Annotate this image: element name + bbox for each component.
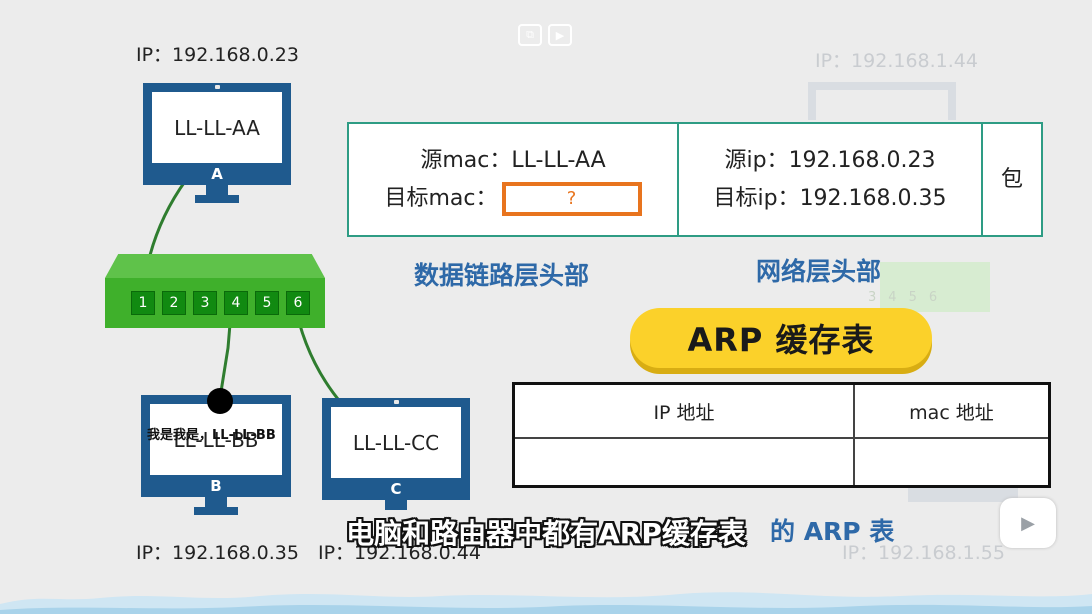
arp-cell [853, 437, 1051, 488]
audio-wave [0, 592, 1092, 614]
switch-port-2: 2 [162, 291, 186, 315]
host-a-mac: LL-LL-AA [174, 115, 260, 140]
network-switch: 1 2 3 4 5 6 [105, 278, 325, 328]
dst-mac-row: 目标mac：? [384, 180, 642, 218]
arp-col-mac: mac 地址 [853, 382, 1051, 439]
host-a-base [195, 195, 239, 203]
faded-port: 3 [868, 290, 877, 305]
arp-table-caption-partial: 的 ARP 表 [770, 517, 895, 546]
host-a-letter: A [211, 165, 223, 183]
src-ip-value: 192.168.0.23 [788, 147, 936, 173]
faded-switch [880, 262, 990, 312]
host-c-ip: IP：192.168.0.44 [318, 542, 481, 564]
dst-ip-row: 目标ip：192.168.0.35 [713, 180, 946, 218]
webcam-icon [394, 400, 399, 404]
payload-cell: 包 [981, 124, 1041, 235]
dst-mac-unknown: ? [501, 181, 642, 216]
host-c-letter: C [390, 480, 402, 498]
arp-cell [512, 437, 855, 488]
packet-dot-icon [207, 388, 233, 414]
host-b-ip: IP：192.168.0.35 [136, 542, 299, 564]
datalink-header-cell: 源mac：LL-LL-AA 目标mac：? [349, 124, 677, 235]
host-a-monitor: LL-LL-AA A [143, 83, 291, 185]
host-a-ip: IP：192.168.0.23 [136, 44, 299, 66]
switch-port-6: 6 [286, 291, 310, 315]
host-b-letter: B [210, 477, 222, 495]
network-header-cell: 源ip：192.168.0.23 目标ip：192.168.0.35 [677, 124, 981, 235]
arp-cache-title: ARP 缓存表 [630, 308, 932, 368]
datalink-caption: 数据链路层头部 [414, 261, 590, 290]
arp-header-row: IP 地址 mac 地址 [512, 382, 1051, 439]
host-c-monitor: LL-LL-CC C [322, 398, 470, 500]
switch-port-4: 4 [224, 291, 248, 315]
src-mac-value: LL-LL-AA [511, 147, 606, 173]
switch-port-3: 3 [193, 291, 217, 315]
pip-icon[interactable]: ⧉ [518, 24, 542, 46]
faded-stand [908, 488, 1018, 502]
arp-cache-table: IP 地址 mac 地址 [512, 382, 1051, 488]
switch-top [105, 254, 325, 278]
host-a-stand [206, 185, 228, 195]
video-subtitle: 电脑和路由器中都有ARP缓存表 [346, 517, 746, 550]
payload-label: 包 [1000, 166, 1023, 192]
packet-header-table: 源mac：LL-LL-AA 目标mac：? 源ip：192.168.0.23 目… [347, 122, 1043, 237]
webcam-icon [215, 85, 220, 89]
host-b-mac: LL-LL-BB [173, 427, 259, 452]
host-b-base [194, 507, 238, 515]
src-mac-row: 源mac：LL-LL-AA [420, 142, 605, 180]
arp-empty-row [512, 437, 1051, 488]
src-ip-row: 源ip：192.168.0.23 [724, 142, 935, 180]
arp-col-ip: IP 地址 [512, 382, 855, 439]
dst-ip-label: 目标ip： [713, 185, 800, 211]
faded-port: 5 [908, 290, 917, 305]
src-mac-label: 源mac： [420, 147, 512, 173]
switch-port-5: 5 [255, 291, 279, 315]
faded-ip-top: IP：192.168.1.44 [815, 50, 978, 72]
faded-ip-bottom: IP：192.168.1.55 [842, 542, 1005, 564]
host-b-stand [205, 497, 227, 507]
video-magic-icon[interactable]: ▶ [548, 24, 572, 46]
dst-ip-value: 192.168.0.35 [799, 185, 947, 211]
host-c-mac: LL-LL-CC [352, 430, 440, 455]
faded-port: 6 [928, 290, 938, 305]
bilibili-tv-icon[interactable]: ▶ [1000, 498, 1056, 548]
switch-port-1: 1 [131, 291, 155, 315]
network-caption: 网络层头部 [756, 257, 882, 286]
faded-monitor [808, 82, 956, 120]
faded-switch-ports: 3 4 5 6 [868, 290, 937, 305]
src-ip-label: 源ip： [724, 147, 789, 173]
dst-mac-label: 目标mac： [384, 185, 498, 211]
faded-port: 4 [888, 290, 897, 305]
host-b-reply: 我是我是，LL-LL-BB [147, 428, 276, 443]
host-c-stand [385, 500, 407, 510]
